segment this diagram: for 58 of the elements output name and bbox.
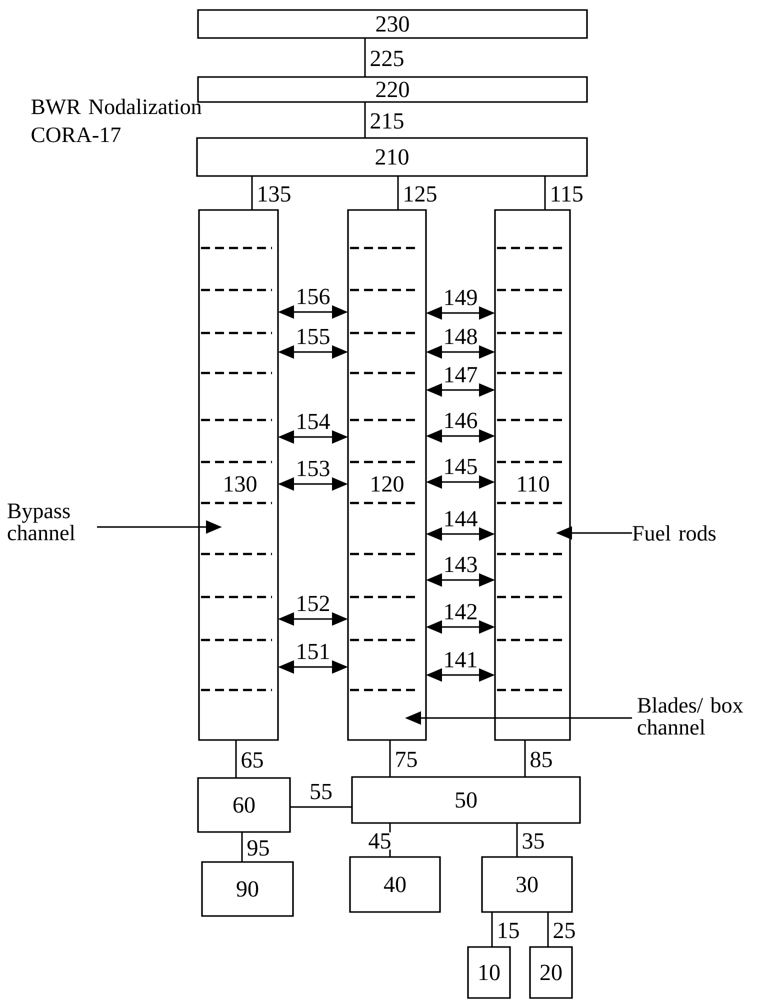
edge-label: 75: [396, 752, 417, 768]
connector-line: [241, 832, 243, 862]
node-box: 50: [351, 776, 581, 824]
connector-line: [524, 740, 526, 777]
node-box: 230: [197, 9, 588, 39]
edge-label: 143: [445, 556, 477, 572]
edge-label: 154: [298, 414, 330, 430]
connector-line: [547, 912, 549, 947]
node-box: 210: [196, 137, 588, 177]
edge-label: 225: [370, 50, 404, 66]
channel-box: 130: [198, 209, 279, 741]
connector-line: [364, 102, 366, 138]
connector-line: [389, 740, 391, 777]
edge-label: 147: [445, 367, 478, 382]
edge-label: 35: [522, 833, 544, 849]
connector-line: [516, 823, 518, 857]
node-box: 220: [197, 76, 588, 103]
node-box: 10: [467, 946, 511, 999]
callout-text: Blades/ box channel: [638, 697, 744, 735]
edge-label: 146: [445, 412, 478, 428]
node-box: 90: [201, 861, 294, 917]
edge-label: 215: [370, 113, 404, 129]
connector-line: [251, 176, 253, 210]
node-box: 40: [349, 856, 441, 913]
callout-text: Fuel rods: [632, 525, 716, 541]
connector-line: [544, 176, 546, 210]
node-box: 30: [481, 856, 573, 913]
edge-label: 125: [404, 186, 436, 202]
connector-line: [397, 176, 399, 210]
edge-label: 85: [530, 752, 552, 768]
edge-label: 141: [445, 652, 476, 668]
callout-text: Bypass channel: [8, 504, 75, 540]
edge-label: 142: [445, 604, 476, 620]
edge-label: 156: [298, 288, 330, 304]
connector-line: [364, 38, 366, 77]
node-box: 60: [197, 777, 291, 833]
edge-label: 55: [310, 784, 332, 800]
connector-line: [235, 740, 237, 778]
edge-label: 153: [298, 460, 330, 476]
channel-box: 110: [494, 209, 571, 741]
edge-label: 45: [368, 833, 390, 849]
edge-label: 152: [298, 596, 329, 612]
connector-line: [491, 912, 493, 947]
edge-label: 115: [552, 186, 582, 202]
channel-box: 120: [347, 209, 427, 741]
edge-label: 144: [445, 511, 478, 526]
edge-label: 135: [258, 186, 290, 202]
edge-label: 95: [247, 840, 269, 856]
edge-label: 25: [554, 922, 575, 938]
edge-label: 151: [298, 644, 329, 660]
edge-label: 149: [445, 290, 477, 306]
edge-label: 155: [298, 328, 330, 344]
edge-label: 65: [242, 752, 263, 768]
connector-line: [290, 806, 352, 808]
edge-label: 145: [445, 458, 477, 474]
node-box: 20: [529, 946, 573, 999]
edge-label: 15: [498, 922, 519, 938]
edge-label: 148: [445, 328, 477, 344]
